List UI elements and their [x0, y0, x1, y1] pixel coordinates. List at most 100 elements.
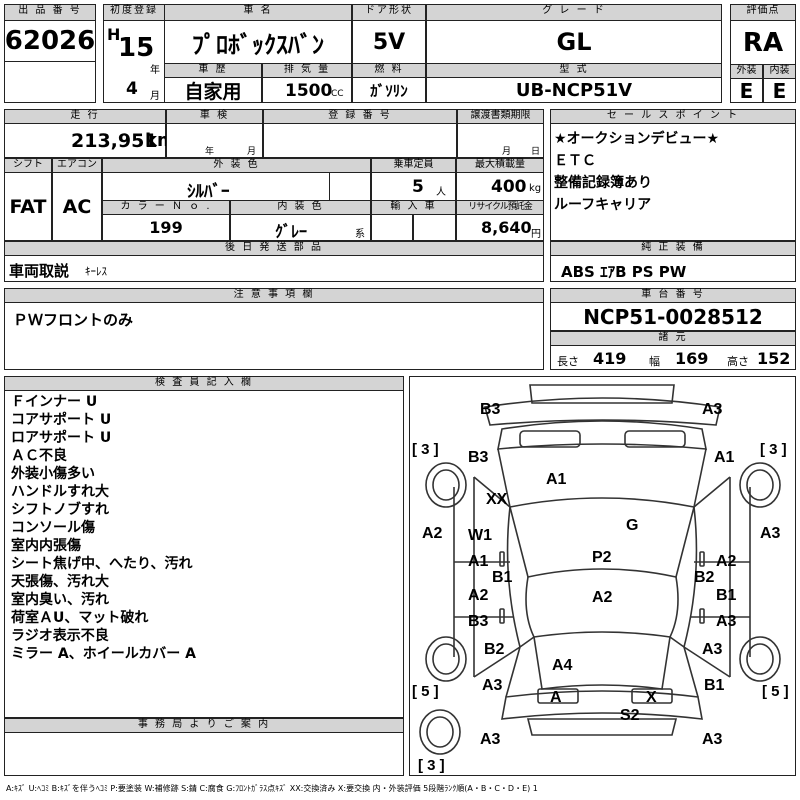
- caution: ＰＷフロントのみ: [13, 311, 134, 329]
- score-label: 評価点: [730, 4, 796, 21]
- damage-mark: P2: [592, 549, 612, 566]
- kg-unit: kg: [529, 183, 542, 194]
- dims-label: 諸 元: [550, 331, 796, 346]
- damage-mark: A1: [714, 449, 735, 466]
- int-color-label: 内 装 色: [230, 200, 371, 215]
- later-parts-box: 車両取説 ｷｰﾚｽ: [4, 255, 544, 282]
- damage-mark: A3: [482, 677, 503, 694]
- sales-points-box: ★オークションデビュー★ ＥＴＣ 整備記録簿あり ルーフキャリア: [550, 123, 796, 241]
- office-box: [4, 732, 404, 776]
- int-color: ｸﾞﾚｰ: [275, 222, 308, 241]
- recycle: 8,640: [481, 218, 532, 237]
- displacement: 1500: [285, 81, 333, 101]
- insp-month-unit: 月: [247, 147, 257, 157]
- damage-mark: A3: [702, 401, 723, 418]
- displacement-label: 排 気 量: [262, 63, 352, 78]
- door-label: ドア形状: [352, 4, 426, 21]
- damage-mark: A1: [546, 471, 567, 488]
- tire-tread: [ 3 ]: [412, 441, 439, 458]
- fuel-label: 燃 料: [352, 63, 426, 78]
- ext-grade: E: [730, 78, 763, 103]
- equipment-label: 純 正 装 備: [550, 241, 796, 256]
- tire-tread: [ 5 ]: [412, 683, 439, 700]
- sales-point: ルーフキャリア: [554, 197, 652, 213]
- month-unit: 月: [150, 91, 160, 102]
- damage-mark: W1: [468, 527, 492, 544]
- later-parts-main: 車両取説: [9, 262, 70, 280]
- int-color-box: ｸﾞﾚｰ 系: [230, 214, 371, 241]
- damage-mark: A2: [422, 525, 443, 542]
- sales-points-label: セ ー ル ス ポ イ ン ト: [550, 109, 796, 124]
- office-label: 事 務 局 よ り ご 案 内: [4, 718, 404, 733]
- capacity-box: 5 人: [371, 172, 456, 201]
- damage-mark: B2: [694, 569, 715, 586]
- int-grade-label: 内装: [763, 64, 796, 79]
- first-reg-box: H 15 年 4 月: [103, 20, 165, 103]
- damage-mark: A2: [716, 553, 737, 570]
- history: 自家用: [164, 77, 262, 103]
- max-load: 400: [491, 177, 527, 197]
- height-label: 高さ: [727, 355, 749, 368]
- car-name: ﾌﾟﾛﾎﾞｯｸｽﾊﾞﾝ: [164, 20, 352, 64]
- tire-tread: [ 5 ]: [762, 683, 789, 700]
- int-color-unit: 系: [355, 229, 365, 240]
- inspector-box: Ｆインナー U コアサポート U ロアサポート U ＡＣ不良 外装小傷多い ハン…: [4, 390, 404, 718]
- damage-mark: XX: [486, 491, 508, 508]
- damage-diagram: B3 A3 B3 A1 XX A1 G A2 A3 W1 A1 B1 P2 A2…: [409, 376, 796, 776]
- ext-color-box: ｼﾙﾊﾞｰ: [102, 172, 330, 202]
- damage-mark: B3: [468, 613, 489, 630]
- damage-mark: A3: [760, 525, 781, 542]
- shift: FAT: [4, 172, 52, 241]
- lot-blank: [4, 61, 96, 103]
- transfer-label: 譲渡書類期限: [457, 109, 544, 124]
- damage-mark: B1: [716, 587, 737, 604]
- mileage: 213,951: [71, 130, 158, 152]
- yen-unit: 円: [531, 229, 541, 240]
- caution-label: 注 意 事 項 欄: [4, 288, 544, 303]
- caution-box: ＰＷフロントのみ: [4, 302, 544, 370]
- sales-point: ＥＴＣ: [554, 153, 596, 169]
- ac: AC: [52, 172, 102, 241]
- import-label: 輸 入 車: [371, 200, 456, 215]
- damage-mark: A1: [468, 553, 489, 570]
- damage-mark: X: [646, 689, 657, 706]
- damage-mark: B1: [704, 677, 725, 694]
- ac-label: エアコン: [52, 158, 102, 173]
- reg-no: [263, 123, 457, 158]
- transfer-box: 月 日: [457, 123, 544, 158]
- transfer-month: 月: [502, 147, 512, 157]
- tire-tread: [ 3 ]: [418, 757, 445, 774]
- fuel: ｶﾞｿﾘﾝ: [352, 77, 426, 103]
- first-reg-label: 初度登録: [103, 4, 165, 21]
- ext-color: ｼﾙﾊﾞｰ: [187, 182, 230, 202]
- equipment: ABS ｴｱB PS PW: [561, 263, 687, 281]
- chassis-label: 車 台 番 号: [550, 288, 796, 303]
- damage-mark: A3: [480, 731, 501, 748]
- capacity-unit: 人: [436, 187, 446, 198]
- car-name-label: 車 名: [164, 4, 352, 21]
- reg-year: 15: [118, 33, 155, 63]
- inspector-label: 検 査 員 記 入 欄: [4, 376, 404, 391]
- model-label: 型 式: [426, 63, 722, 78]
- cc-unit: CC: [331, 89, 344, 99]
- grade: GL: [426, 20, 722, 64]
- damage-mark: A4: [552, 657, 573, 674]
- inspector-note: ラジオ表示不良: [11, 628, 109, 644]
- height: 152: [757, 349, 791, 368]
- year-unit: 年: [150, 65, 160, 76]
- sales-point: 整備記録簿あり: [554, 175, 652, 191]
- inspector-note: コアサポート U: [11, 412, 112, 428]
- inspector-note: 天張傷、汚れ大: [11, 574, 109, 590]
- grade-label: グ レ ー ド: [426, 4, 722, 21]
- recycle-box: 8,640 円: [456, 214, 544, 241]
- damage-mark: G: [626, 517, 639, 534]
- damage-mark: A3: [702, 641, 723, 658]
- legend: A:ｷｽﾞ U:ﾍｺﾐ B:ｷｽﾞを伴うﾍｺﾐ P:要塗装 W:補修跡 S:錆 …: [6, 784, 538, 793]
- ext-color-extra: [329, 172, 371, 201]
- reg-no-label: 登 録 番 号: [263, 109, 457, 124]
- inspector-note: Ｆインナー U: [11, 394, 98, 410]
- inspector-note: ロアサポート U: [11, 430, 112, 446]
- score: RA: [730, 20, 796, 65]
- damage-mark: A2: [468, 587, 489, 604]
- damage-mark: A2: [592, 589, 613, 606]
